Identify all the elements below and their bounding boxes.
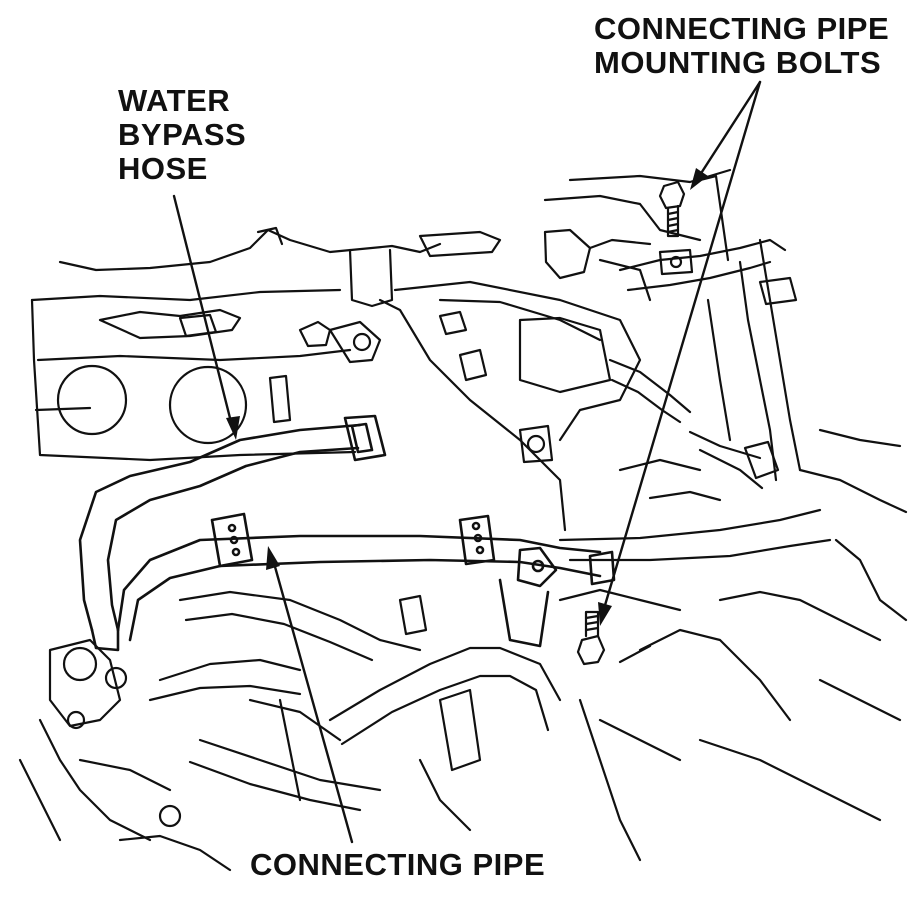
upper-radiator-hose <box>618 174 802 482</box>
arrowhead-pipe <box>266 546 280 570</box>
water-bypass-hose <box>78 414 387 652</box>
lower-left-fitting <box>18 638 232 872</box>
connecting-pipe-label-text: CONNECTING PIPE <box>250 847 546 882</box>
mounting-bolts-label-line-2: MOUNTING BOLTS <box>594 45 882 80</box>
mounting-bolt-lower <box>576 610 606 666</box>
lower-hoses <box>148 590 642 862</box>
water-bypass-hose-label: WATER BYPASS HOSE <box>118 83 247 186</box>
mounting-bolt-upper <box>658 180 694 276</box>
water-bypass-hose-label-line-1: WATER <box>118 83 231 118</box>
engine-block-right <box>558 428 908 822</box>
cylinder-head <box>30 226 502 462</box>
water-outlet-housing <box>328 168 732 532</box>
mounting-bolts-label: CONNECTING PIPE MOUNTING BOLTS <box>594 11 890 80</box>
water-bypass-hose-label-line-2: BYPASS <box>118 117 247 152</box>
mounting-bolts-label-line-1: CONNECTING PIPE <box>594 11 890 46</box>
arrowhead-lower-bolt <box>598 602 612 626</box>
connecting-pipe-label: CONNECTING PIPE <box>250 847 546 882</box>
arrowhead-upper-bolt <box>690 168 708 190</box>
leader-lines <box>172 80 762 844</box>
heater-hoses <box>558 358 832 722</box>
arrowhead-bypass <box>226 416 240 440</box>
connecting-pipe <box>116 512 616 648</box>
water-bypass-hose-label-line-3: HOSE <box>118 151 208 186</box>
arrowheads <box>226 168 708 626</box>
